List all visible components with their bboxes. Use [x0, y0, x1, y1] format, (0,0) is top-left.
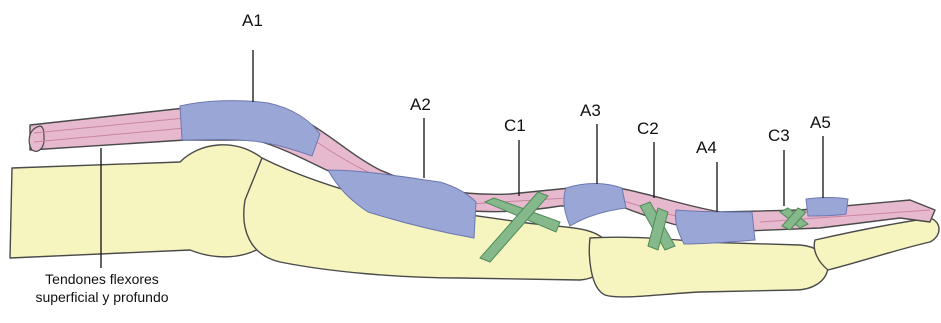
label-a2: A2 — [410, 96, 431, 113]
pulley-a3 — [564, 184, 626, 227]
label-a1: A1 — [242, 12, 263, 29]
label-c1: C1 — [504, 117, 526, 134]
tendons-caption-line1: Tendones flexores — [18, 270, 186, 288]
pulley-a1 — [180, 101, 320, 156]
label-a5: A5 — [810, 114, 831, 131]
label-a3: A3 — [580, 102, 601, 119]
pulley-a4 — [675, 210, 755, 244]
middle-phalanx-bone — [589, 237, 828, 297]
metacarpal-bone — [10, 145, 279, 258]
label-c3: C3 — [768, 127, 790, 144]
tendons-caption: Tendones flexores superficial y profundo — [18, 270, 186, 306]
tendons-caption-line2: superficial y profundo — [18, 288, 186, 306]
label-a4: A4 — [696, 139, 717, 156]
label-c2: C2 — [637, 120, 659, 137]
pulley-a5 — [806, 198, 848, 217]
